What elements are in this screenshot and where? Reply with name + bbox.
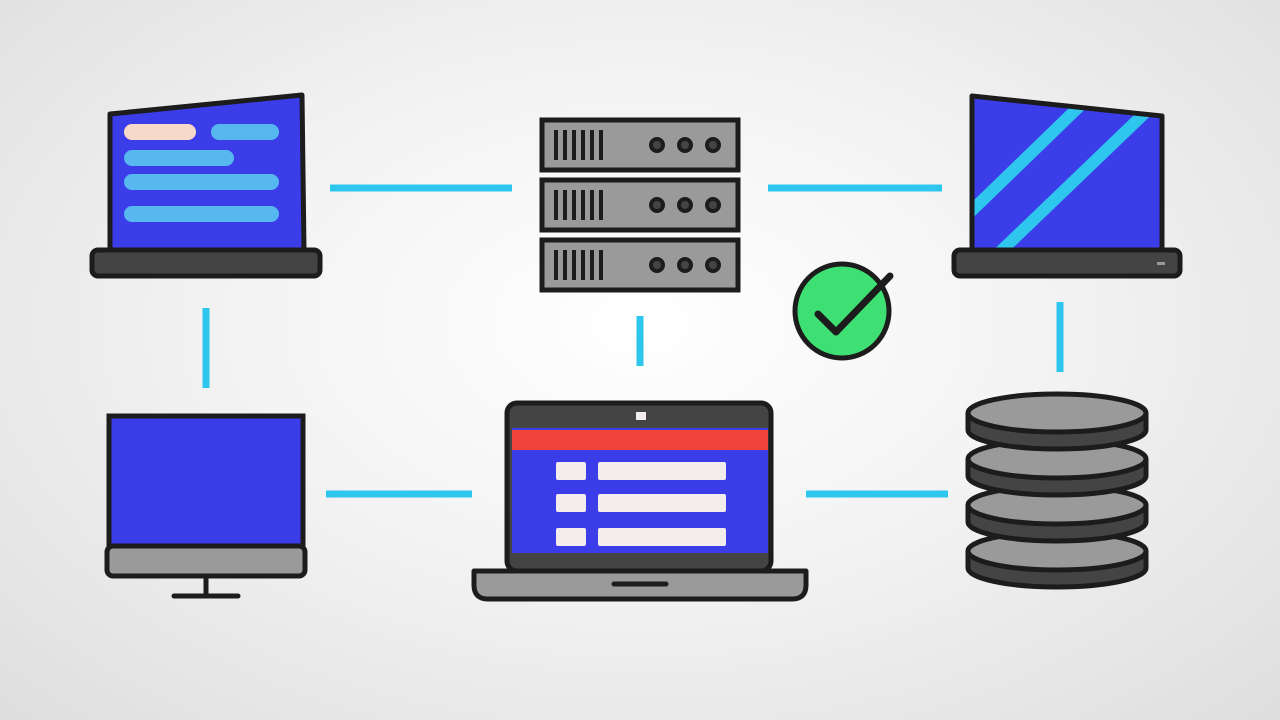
- list-row: [598, 462, 726, 480]
- monitor-bezel: [104, 543, 308, 579]
- screen-bar: [124, 150, 234, 166]
- database-disk: [965, 437, 1149, 498]
- app-header: [512, 430, 768, 450]
- list-bullet: [556, 462, 586, 480]
- monitor-icon: [104, 413, 308, 599]
- server-unit: [539, 177, 741, 233]
- laptop-right-base: [951, 247, 1183, 279]
- screen-bar: [124, 174, 279, 190]
- monitor-screen: [106, 413, 306, 551]
- server-unit: [539, 117, 741, 173]
- database-disk: [965, 529, 1149, 590]
- webcam: [636, 412, 646, 420]
- database-icon: [965, 391, 1149, 590]
- list-row: [598, 494, 726, 512]
- list-bullet: [556, 494, 586, 512]
- screen-bar: [124, 124, 196, 140]
- laptop-left-screen: [107, 92, 307, 253]
- screen-bar: [124, 206, 279, 222]
- list-bullet: [556, 528, 586, 546]
- screen-glare: [972, 96, 1095, 227]
- check-circle-icon: [792, 261, 894, 361]
- server-rack-icon: [539, 117, 741, 293]
- screen-glare: [995, 103, 1155, 250]
- laptop-icon: [471, 400, 809, 602]
- connection-lines: [202, 184, 1064, 498]
- laptop-icon: [89, 92, 323, 279]
- list-row: [598, 528, 726, 546]
- laptop-icon: [951, 93, 1183, 279]
- server-unit: [539, 237, 741, 293]
- screen-bar: [211, 124, 279, 140]
- database-disk: [965, 391, 1149, 452]
- laptop-left-base: [89, 247, 323, 279]
